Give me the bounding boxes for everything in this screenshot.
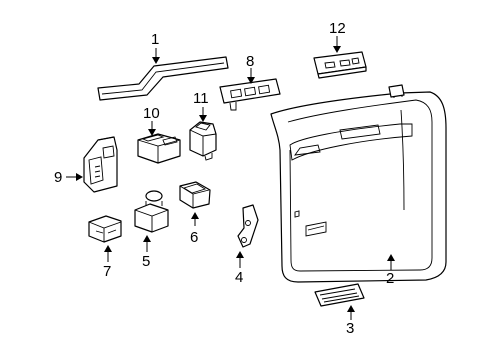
part-8-switch-bezel: [219, 78, 281, 111]
callout-5: 5: [142, 235, 151, 270]
part-10-switch: [137, 133, 181, 164]
callout-10: 10: [143, 105, 160, 136]
svg-text:6: 6: [190, 229, 198, 246]
callout-11: 11: [193, 90, 209, 122]
part-11-switch: [189, 121, 217, 161]
callout-8: 8: [246, 53, 255, 84]
callout-6: 6: [190, 212, 199, 246]
svg-text:5: 5: [142, 253, 150, 270]
part-7-switch: [88, 215, 122, 243]
svg-text:12: 12: [329, 20, 346, 37]
part-2-door-trim-panel: [270, 84, 447, 283]
callout-1: 1: [151, 31, 160, 64]
svg-text:3: 3: [346, 320, 354, 337]
part-4-bracket: [237, 204, 259, 248]
callout-9: 9: [54, 169, 83, 186]
svg-text:4: 4: [235, 269, 243, 286]
part-5-knob-switch: [134, 190, 169, 233]
part-3-lamp: [314, 283, 365, 307]
callout-3: 3: [346, 305, 355, 337]
callout-2: 2: [386, 254, 395, 287]
svg-text:10: 10: [143, 105, 160, 122]
svg-text:7: 7: [103, 263, 111, 280]
svg-text:8: 8: [246, 53, 254, 70]
callout-12: 12: [329, 20, 346, 53]
callout-4: 4: [235, 251, 244, 286]
part-9-master-switch: [83, 136, 118, 193]
svg-text:11: 11: [193, 90, 209, 107]
part-12-window-switch: [313, 51, 367, 79]
callout-7: 7: [103, 245, 112, 280]
part-1-trim-strip: [97, 56, 229, 101]
svg-text:1: 1: [151, 31, 159, 48]
part-6-switch: [179, 181, 211, 209]
svg-text:2: 2: [386, 270, 394, 287]
svg-text:9: 9: [54, 169, 62, 186]
